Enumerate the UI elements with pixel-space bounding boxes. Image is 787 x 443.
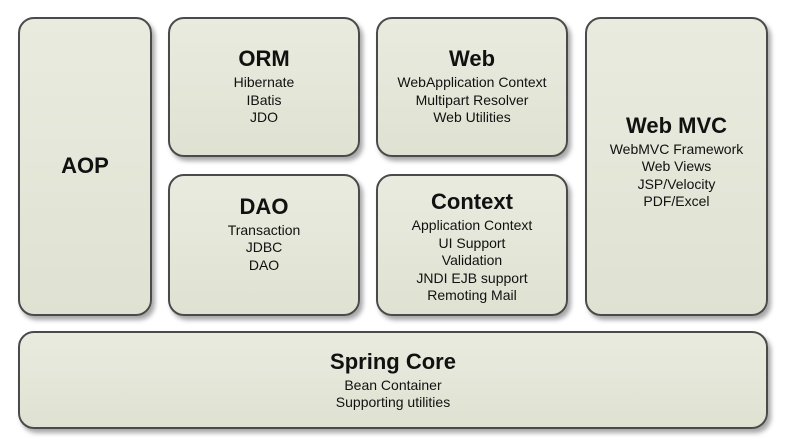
orm-item: Hibernate xyxy=(233,74,295,90)
web-item: Web Utilities xyxy=(433,109,511,125)
aop-module-title: AOP xyxy=(61,152,109,178)
orm-module-box: ORM Hibernate IBatis JDO xyxy=(168,17,360,157)
orm-item: IBatis xyxy=(246,91,282,108)
spring-core-item: Supporting utilities xyxy=(335,394,451,410)
dao-item: DAO xyxy=(248,256,280,273)
spring-core-item: Bean Container xyxy=(344,376,442,393)
context-item: Validation xyxy=(441,252,503,269)
webmvc-item: WebMVC Framework xyxy=(609,140,744,157)
webmvc-module-title: Web MVC xyxy=(625,112,728,138)
webmvc-item: Web Views xyxy=(641,158,712,174)
dao-module-box: DAO Transaction JDBC DAO xyxy=(168,174,360,316)
dao-module-title: DAO xyxy=(239,193,289,219)
webmvc-module-box: Web MVC WebMVC Framework Web Views JSP/V… xyxy=(585,17,768,316)
context-item: UI Support xyxy=(438,234,506,251)
webmvc-item: PDF/Excel xyxy=(643,193,710,209)
context-item: JNDI EJB support xyxy=(416,269,528,286)
context-module-title: Context xyxy=(431,189,513,215)
spring-core-module-box: Spring Core Bean Container Supporting ut… xyxy=(18,331,768,429)
dao-item: JDBC xyxy=(245,239,283,256)
orm-item: JDO xyxy=(249,109,278,125)
context-item: Application Context xyxy=(411,217,533,234)
webmvc-item: JSP/Velocity xyxy=(637,175,716,192)
web-module-title: Web xyxy=(448,46,496,71)
web-item: Multipart Resolver xyxy=(415,91,529,108)
orm-module-title: ORM xyxy=(238,46,290,71)
web-item: WebApplication Context xyxy=(397,74,547,90)
web-module-box: Web WebApplication Context Multipart Res… xyxy=(376,17,568,157)
context-module-box: Context Application Context UI Support V… xyxy=(376,174,568,316)
aop-module-box: AOP xyxy=(18,17,152,316)
dao-item: Transaction xyxy=(227,221,301,238)
spring-core-module-title: Spring Core xyxy=(330,348,456,374)
context-item: Remoting Mail xyxy=(427,287,517,304)
